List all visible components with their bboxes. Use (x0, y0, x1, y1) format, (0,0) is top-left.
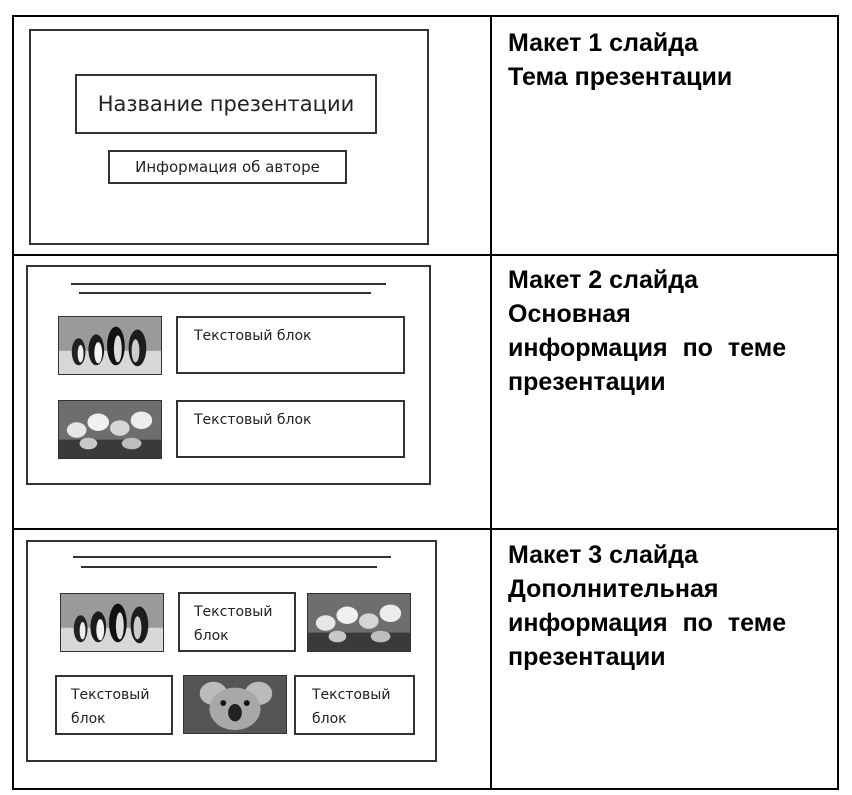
title-line-1 (73, 556, 391, 558)
author-info-text: Информация об авторе (135, 158, 320, 176)
table-border-top (12, 15, 839, 17)
caption-line: информация по теме (508, 609, 787, 637)
text-block-label: Текстовый (194, 604, 273, 620)
tulips-image (58, 400, 162, 459)
caption-line: Тема презентации (508, 63, 733, 91)
table-border-middle (490, 15, 492, 790)
text-block-label: Текстовый (71, 687, 150, 703)
penguins-icon (61, 594, 163, 651)
text-block: Текстовый блок (294, 675, 415, 735)
text-block: Текстовый блок (176, 316, 405, 374)
tulips-image (307, 593, 411, 652)
text-block-label: блок (194, 628, 229, 644)
tulips-icon (308, 594, 410, 651)
penguins-image (58, 316, 162, 375)
caption-line: Основная (508, 300, 631, 328)
penguins-image (60, 593, 164, 652)
slide-layout-2: Текстовый блок Текстовый блок (26, 265, 431, 485)
tulips-icon (59, 401, 161, 458)
slide-layout-1: Название презентации Информация об автор… (29, 29, 429, 245)
table-border-bottom (12, 788, 839, 790)
text-block-label: блок (71, 711, 106, 727)
title-line-2 (79, 292, 371, 294)
text-block-label: Текстовый блок (194, 328, 312, 344)
caption-line: презентации (508, 643, 666, 671)
caption-line: Макет 1 слайда (508, 29, 698, 57)
table-border-row2 (12, 528, 839, 530)
presentation-title-box: Название презентации (75, 74, 377, 134)
caption-line: Макет 3 слайда (508, 541, 698, 569)
caption-layout-3: Макет 3 слайда Дополнительная информация… (508, 538, 830, 674)
text-block-label: блок (312, 711, 347, 727)
slide-layout-3: Текстовый блок Текстовый блок Текс (26, 540, 437, 762)
text-block-label: Текстовый (312, 687, 391, 703)
title-line-2 (81, 566, 377, 568)
text-block-label: Текстовый блок (194, 412, 312, 428)
caption-layout-2: Макет 2 слайда Основная информация по те… (508, 263, 830, 399)
caption-line: Макет 2 слайда (508, 266, 698, 294)
caption-layout-1: Макет 1 слайда Тема презентации (508, 26, 830, 94)
caption-line: Дополнительная (508, 575, 719, 603)
koala-image (183, 675, 287, 734)
penguins-icon (59, 317, 161, 374)
table-border-left (12, 15, 14, 790)
caption-line: презентации (508, 368, 666, 396)
title-line-1 (71, 283, 386, 285)
table-border-right (837, 15, 839, 790)
presentation-title-text: Название презентации (97, 92, 355, 116)
table-border-row1 (12, 254, 839, 256)
caption-line: информация по теме (508, 334, 787, 362)
text-block: Текстовый блок (176, 400, 405, 458)
koala-icon (184, 676, 286, 733)
text-block: Текстовый блок (178, 592, 296, 652)
author-info-box: Информация об авторе (108, 150, 347, 184)
text-block: Текстовый блок (55, 675, 173, 735)
